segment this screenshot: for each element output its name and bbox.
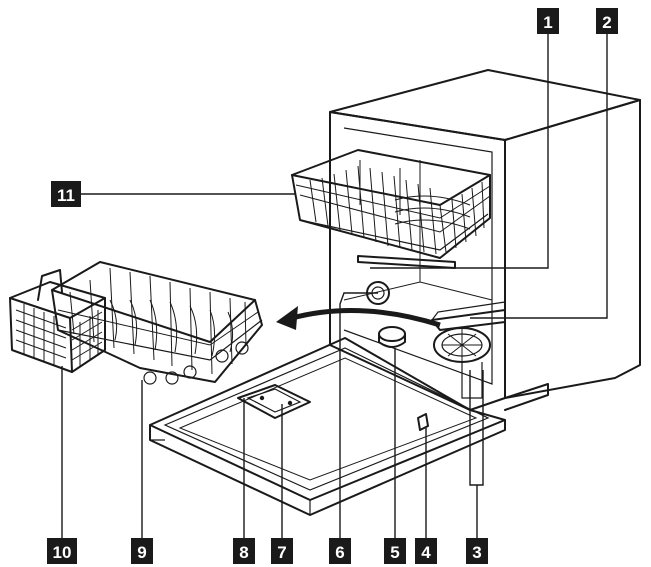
callout-3: 3 [466, 538, 488, 564]
lower-basket [51, 261, 263, 385]
callout-5: 5 [384, 538, 406, 564]
callout-8: 8 [233, 538, 255, 564]
svg-text:8: 8 [239, 543, 248, 562]
removal-arrow [276, 306, 441, 330]
dishwasher-door [149, 337, 506, 516]
callout-4: 4 [415, 538, 437, 564]
svg-text:10: 10 [53, 543, 72, 562]
callout-9: 9 [131, 538, 153, 564]
filters [433, 327, 491, 399]
callout-7: 7 [271, 538, 293, 564]
callout-1: 1 [537, 8, 559, 34]
svg-text:6: 6 [335, 543, 344, 562]
svg-text:5: 5 [390, 543, 399, 562]
upper-basket [291, 149, 491, 269]
svg-text:1: 1 [543, 13, 552, 32]
svg-text:11: 11 [57, 186, 75, 205]
leader-lines [61, 32, 608, 540]
callout-10: 10 [47, 538, 77, 564]
svg-text:9: 9 [137, 543, 146, 562]
callout-11: 11 [51, 181, 81, 207]
svg-text:4: 4 [421, 543, 431, 562]
cutlery-basket [9, 269, 106, 373]
svg-text:3: 3 [472, 543, 481, 562]
lower-spray-arm [431, 301, 506, 331]
svg-text:7: 7 [277, 543, 286, 562]
callout-2: 2 [596, 8, 618, 34]
rinse-aid-dispenser [378, 326, 406, 348]
dishwasher-cabinet [329, 69, 641, 411]
callout-6: 6 [329, 538, 351, 564]
svg-text:2: 2 [602, 13, 611, 32]
